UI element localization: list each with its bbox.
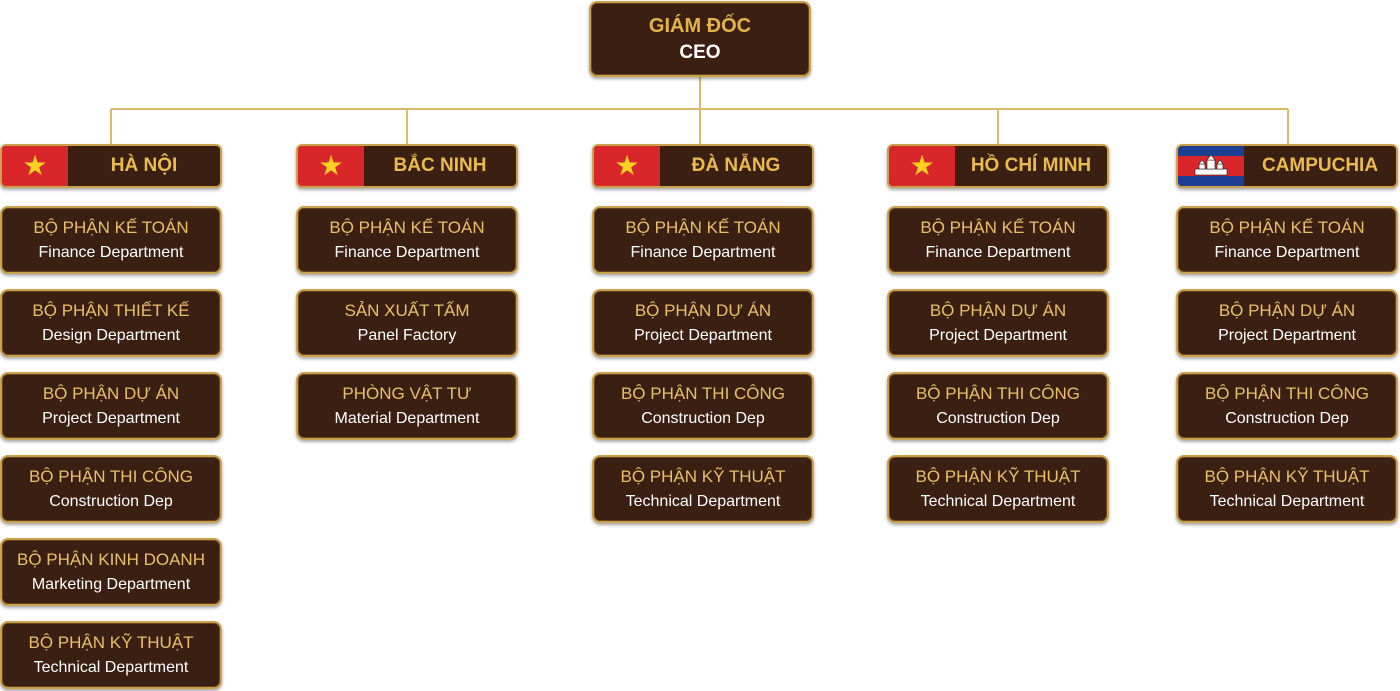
department-name-vi: BỘ PHẬN THI CÔNG <box>1204 384 1370 403</box>
department-name-vi: BỘ PHẬN KẾ TOÁN <box>625 218 781 237</box>
branch-name: BẮC NINH <box>393 155 487 176</box>
vietnam-flag-icon: ★ <box>889 146 955 186</box>
department-name-vi: BỘ PHẬN THI CÔNG <box>620 384 786 403</box>
department-name-en: Design Department <box>42 327 180 344</box>
department-name-en: Technical Department <box>33 659 189 676</box>
department-name-vi: BỘ PHẬN DỰ ÁN <box>634 301 772 320</box>
department-box: BỘ PHẬN THI CÔNG Construction Dep <box>1176 372 1398 440</box>
department-box: BỘ PHẬN KỸ THUẬT Technical Department <box>1176 455 1398 523</box>
department-name-vi: BỘ PHẬN DỰ ÁN <box>1218 301 1356 320</box>
branch-name: HỒ CHÍ MINH <box>970 155 1092 176</box>
department-name-en: Construction Dep <box>936 410 1060 427</box>
branch-header-danang: ★ ĐÀ NẴNG <box>592 144 814 188</box>
department-name-en: Technical Department <box>920 493 1076 510</box>
department-box: PHÒNG VẬT TƯ Material Department <box>296 372 518 440</box>
branch-header-campuchia: CAMPUCHIA <box>1176 144 1398 188</box>
department-name-en: Material Department <box>334 410 480 427</box>
department-name-vi: BỘ PHẬN THI CÔNG <box>915 384 1081 403</box>
department-name-en: Construction Dep <box>49 493 173 510</box>
department-name-vi: BỘ PHẬN KẾ TOÁN <box>920 218 1076 237</box>
department-name-en: Finance Department <box>925 244 1071 261</box>
department-box: BỘ PHẬN KẾ TOÁN Finance Department <box>0 206 222 274</box>
department-name-vi: BỘ PHẬN DỰ ÁN <box>929 301 1067 320</box>
star-icon: ★ <box>614 150 640 181</box>
department-box: BỘ PHẬN DỰ ÁN Project Department <box>1176 289 1398 357</box>
department-name-en: Technical Department <box>625 493 781 510</box>
branch-header-hochiminh: ★ HỒ CHÍ MINH <box>887 144 1109 188</box>
department-name-vi: SẢN XUẤT TẤM <box>344 301 470 320</box>
department-box: BỘ PHẬN KẾ TOÁN Finance Department <box>296 206 518 274</box>
department-name-vi: BỘ PHẬN KỸ THUẬT <box>1204 467 1370 486</box>
department-name-vi: BỘ PHẬN KỸ THUẬT <box>28 633 194 652</box>
department-name-en: Finance Department <box>38 244 184 261</box>
department-name-en: Project Department <box>929 327 1067 344</box>
star-icon: ★ <box>318 150 344 181</box>
branch-header-hanoi: ★ HÀ NỘI <box>0 144 222 188</box>
branch-name: HÀ NỘI <box>110 155 178 176</box>
department-name-en: Project Department <box>634 327 772 344</box>
department-name-en: Finance Department <box>1214 244 1360 261</box>
department-box: BỘ PHẬN KỸ THUẬT Technical Department <box>592 455 814 523</box>
angkor-wat-icon <box>1194 155 1228 176</box>
department-name-en: Panel Factory <box>357 327 457 344</box>
ceo-box: GIÁM ĐỐC CEO <box>589 1 811 77</box>
star-icon: ★ <box>909 150 935 181</box>
department-name-en: Construction Dep <box>641 410 765 427</box>
department-name-vi: BỘ PHẬN KẾ TOÁN <box>33 218 189 237</box>
vietnam-flag-icon: ★ <box>594 146 660 186</box>
department-box: SẢN XUẤT TẤM Panel Factory <box>296 289 518 357</box>
department-box: BỘ PHẬN KẾ TOÁN Finance Department <box>887 206 1109 274</box>
department-box: BỘ PHẬN THI CÔNG Construction Dep <box>592 372 814 440</box>
ceo-title-en: CEO <box>679 41 721 63</box>
department-name-vi: BỘ PHẬN THIẾT KẾ <box>32 301 190 320</box>
department-name-vi: BỘ PHẬN KỸ THUẬT <box>620 467 786 486</box>
department-box: BỘ PHẬN THI CÔNG Construction Dep <box>0 455 222 523</box>
department-name-en: Finance Department <box>630 244 776 261</box>
branch-name: CAMPUCHIA <box>1261 155 1379 176</box>
department-name-vi: BỘ PHẬN KỸ THUẬT <box>915 467 1081 486</box>
department-name-vi: BỘ PHẬN DỰ ÁN <box>42 384 180 403</box>
department-name-en: Project Department <box>1218 327 1356 344</box>
star-icon: ★ <box>22 150 48 181</box>
ceo-title-vi: GIÁM ĐỐC <box>648 14 752 37</box>
department-name-vi: BỘ PHẬN KINH DOANH <box>17 550 205 569</box>
department-name-en: Marketing Department <box>31 576 191 593</box>
vietnam-flag-icon: ★ <box>298 146 364 186</box>
cambodia-flag-icon <box>1178 146 1244 186</box>
department-box: BỘ PHẬN DỰ ÁN Project Department <box>887 289 1109 357</box>
department-name-en: Construction Dep <box>1225 410 1349 427</box>
department-name-en: Technical Department <box>1209 493 1365 510</box>
department-box: BỘ PHẬN KINH DOANH Marketing Department <box>0 538 222 606</box>
department-name-vi: PHÒNG VẬT TƯ <box>342 384 472 403</box>
department-name-vi: BỘ PHẬN KẾ TOÁN <box>1209 218 1365 237</box>
branch-name: ĐÀ NẴNG <box>691 155 781 176</box>
branch-header-bacninh: ★ BẮC NINH <box>296 144 518 188</box>
department-box: BỘ PHẬN DỰ ÁN Project Department <box>0 372 222 440</box>
department-box: BỘ PHẬN DỰ ÁN Project Department <box>592 289 814 357</box>
department-name-vi: BỘ PHẬN THI CÔNG <box>28 467 194 486</box>
department-name-en: Finance Department <box>334 244 480 261</box>
department-box: BỘ PHẬN KẾ TOÁN Finance Department <box>592 206 814 274</box>
department-box: BỘ PHẬN THIẾT KẾ Design Department <box>0 289 222 357</box>
department-name-en: Project Department <box>42 410 180 427</box>
department-box: BỘ PHẬN THI CÔNG Construction Dep <box>887 372 1109 440</box>
department-box: BỘ PHẬN KỸ THUẬT Technical Department <box>887 455 1109 523</box>
department-box: BỘ PHẬN KẾ TOÁN Finance Department <box>1176 206 1398 274</box>
department-box: BỘ PHẬN KỸ THUẬT Technical Department <box>0 621 222 689</box>
vietnam-flag-icon: ★ <box>2 146 68 186</box>
department-name-vi: BỘ PHẬN KẾ TOÁN <box>329 218 485 237</box>
